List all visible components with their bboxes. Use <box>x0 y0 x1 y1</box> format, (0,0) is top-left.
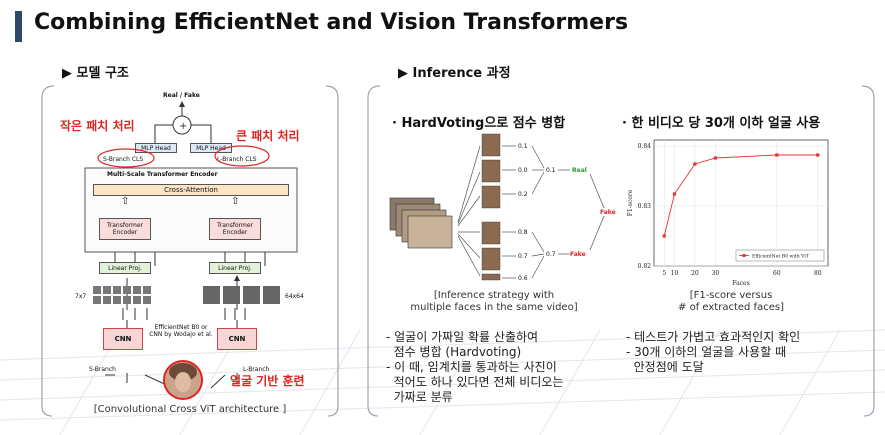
patch-size-large: 64x64 <box>285 293 304 300</box>
top-result-real: Real <box>572 167 587 174</box>
mlp-head-right: MLP Head <box>190 143 232 153</box>
chart-caption: [F1-score versus # of extracted faces] <box>626 290 836 314</box>
chart-bullet-1: - 테스트가 가볍고 효과적인지 확인 <box>626 330 801 344</box>
right-panel-brackets <box>367 85 875 417</box>
hv-bullet-4: 적어도 하나 있다면 전체 비디오는 <box>386 375 564 389</box>
x-tick-label: 60 <box>773 270 781 277</box>
hardvoting-bullets: - 얼굴이 가짜일 확률 산출하여 점수 병합 (Hardvoting) - 이… <box>386 330 563 405</box>
x-tick-label: 80 <box>814 270 822 277</box>
data-point <box>672 192 677 196</box>
backbone-note: EfficientNet B0 or CNN by Wodajo et al. <box>149 324 213 338</box>
l-branch-highlight-circle <box>214 145 270 167</box>
hv-bullet-5: 가짜로 분류 <box>386 390 453 404</box>
legend-series-label: EfficientNet B0 with ViT <box>752 254 810 260</box>
left-panel-brackets <box>41 85 339 417</box>
chart-bullets: - 테스트가 가볍고 효과적인지 확인 - 30개 이하의 얼굴을 사용할 때 … <box>626 330 800 375</box>
data-point <box>816 153 820 157</box>
hardvoting-title: · HardVoting으로 점수 병합 <box>392 116 566 131</box>
y-tick-label: 0.82 <box>638 263 652 270</box>
top-score-1: 0.1 <box>518 143 528 150</box>
data-point <box>693 162 697 166</box>
chart-caption-line-2: # of extracted faces] <box>678 302 784 313</box>
final-result-fake: Fake <box>600 209 616 216</box>
s-branch-label: S-Branch <box>89 366 116 373</box>
series-line <box>663 154 818 237</box>
face-training-annotation: 얼굴 기반 훈련 <box>230 374 305 388</box>
cnn-box-right: CNN <box>217 328 257 350</box>
arrow-up-right-icon: ⇧ <box>231 196 240 207</box>
hv-bullet-3: - 이 때, 임계치를 통과하는 사진이 <box>386 360 557 374</box>
bottom-merged-score: 0.7 <box>546 251 556 258</box>
inference-strategy-diagram <box>389 133 605 281</box>
y-tick-label: 0.83 <box>638 203 652 210</box>
legend-marker <box>742 254 746 257</box>
x-tick-label: 20 <box>691 270 699 277</box>
cross-attention-box: Cross-Attention <box>93 184 289 196</box>
x-tick-label: 5 <box>662 270 666 277</box>
svg-text:+: + <box>179 121 187 132</box>
inference-caption-line-2: multiple faces in the same video] <box>410 302 578 313</box>
chart-caption-line-1: [F1-score versus <box>689 290 773 301</box>
bottom-result-fake: Fake <box>570 251 586 258</box>
data-point <box>662 234 666 238</box>
top-score-3: 0.2 <box>518 191 528 198</box>
transformer-encoder-right: Transformer Encoder <box>209 218 261 240</box>
bottom-score-2: 0.7 <box>518 253 528 260</box>
inference-caption: [Inference strategy with multiple faces … <box>386 290 602 314</box>
inference-header: ▶ Inference 과정 <box>398 66 511 81</box>
chart-panel-title: · 한 비디오 당 30개 이하 얼굴 사용 <box>622 116 821 131</box>
transformer-encoder-left: Transformer Encoder <box>99 218 151 240</box>
large-patch-annotation: 큰 패치 처리 <box>236 129 300 143</box>
s-branch-cls-label: S-Branch CLS <box>103 156 144 163</box>
linear-proj-left: Linear Proj. <box>99 262 151 274</box>
real-fake-label: Real / Fake <box>163 92 200 99</box>
l-branch-label: L-Branch <box>243 366 270 373</box>
model-structure-header: ▶ 모델 구조 <box>62 66 129 81</box>
chart-bullet-3: 안정점에 도달 <box>626 360 704 374</box>
small-patches-grid <box>93 286 151 304</box>
mlp-head-left: MLP Head <box>135 143 177 153</box>
cnn-box-left: CNN <box>103 328 143 350</box>
arrow-up-left-icon: ⇧ <box>121 196 130 207</box>
bottom-score-1: 0.8 <box>518 229 528 236</box>
hv-bullet-1: - 얼굴이 가짜일 확률 산출하여 <box>386 330 539 344</box>
chart-bullet-2: - 30개 이하의 얼굴을 사용할 때 <box>626 345 787 359</box>
l-branch-cls-label: L-Branch CLS <box>217 156 257 163</box>
title-accent-bar <box>15 11 22 42</box>
top-score-2: 0.0 <box>518 167 528 174</box>
y-axis-label: F1-score <box>627 189 634 216</box>
hv-bullet-2: 점수 병합 (Hardvoting) <box>386 345 522 359</box>
x-tick-label: 10 <box>671 270 679 277</box>
inference-caption-line-1: [Inference strategy with <box>433 290 555 301</box>
large-patches-row <box>203 286 280 304</box>
page-title: Combining EfficientNet and Vision Transf… <box>34 10 629 35</box>
small-patch-annotation: 작은 패치 처리 <box>60 119 135 133</box>
left-caption: [Convolutional Cross ViT architecture ] <box>93 404 287 415</box>
s-branch-highlight-circle <box>97 148 155 168</box>
x-axis-label: Faces <box>732 280 749 287</box>
plot-frame <box>653 139 829 267</box>
legend-box <box>735 249 825 262</box>
data-point <box>775 153 779 157</box>
top-merged-score: 0.1 <box>546 167 556 174</box>
patch-size-small: 7x7 <box>75 293 87 300</box>
linear-proj-right: Linear Proj. <box>209 262 261 274</box>
input-face-image <box>163 360 203 400</box>
bottom-score-3: 0.6 <box>518 275 528 282</box>
y-tick-label: 0.84 <box>638 143 652 150</box>
encoder-title: Multi-Scale Transformer Encoder <box>107 171 218 178</box>
architecture-diagram: Real / Fake + MLP Head MLP Head S-Branch… <box>75 88 305 400</box>
data-point <box>713 156 718 160</box>
x-tick-label: 30 <box>712 270 720 277</box>
